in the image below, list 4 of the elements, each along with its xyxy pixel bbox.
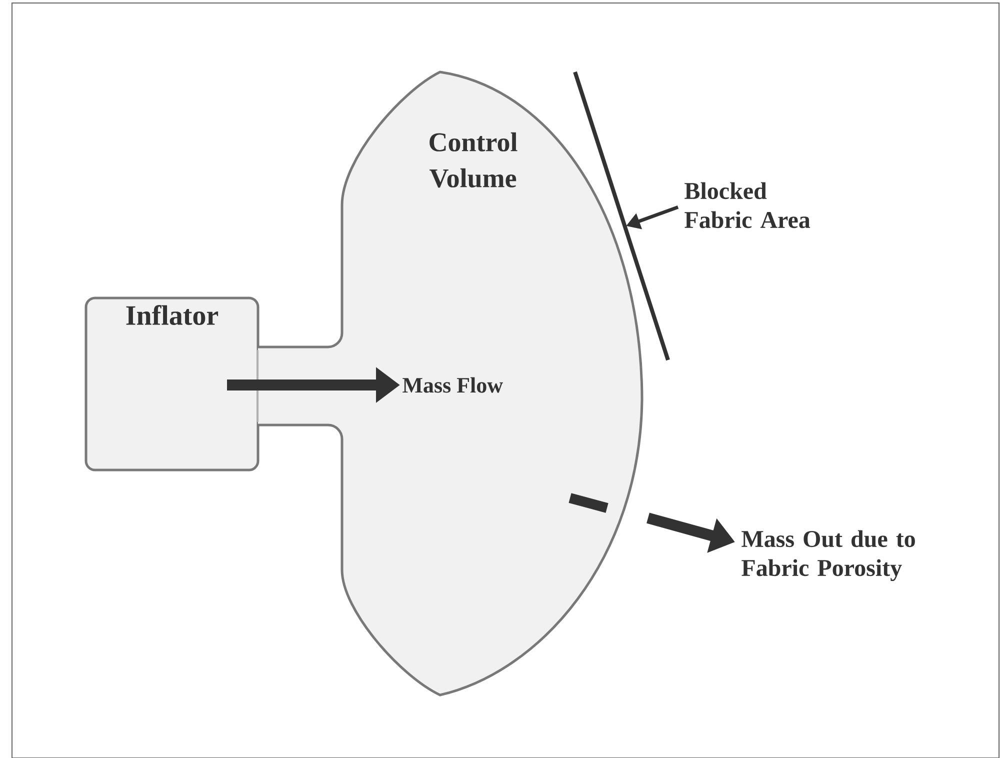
callout-label: Blocked Fabric Area — [684, 182, 810, 228]
flow-label: Mass Flow — [402, 377, 503, 393]
inflator-box: Inflator — [84, 296, 262, 472]
callout-label: Mass Out due to Fabric Porosity — [742, 530, 915, 582]
